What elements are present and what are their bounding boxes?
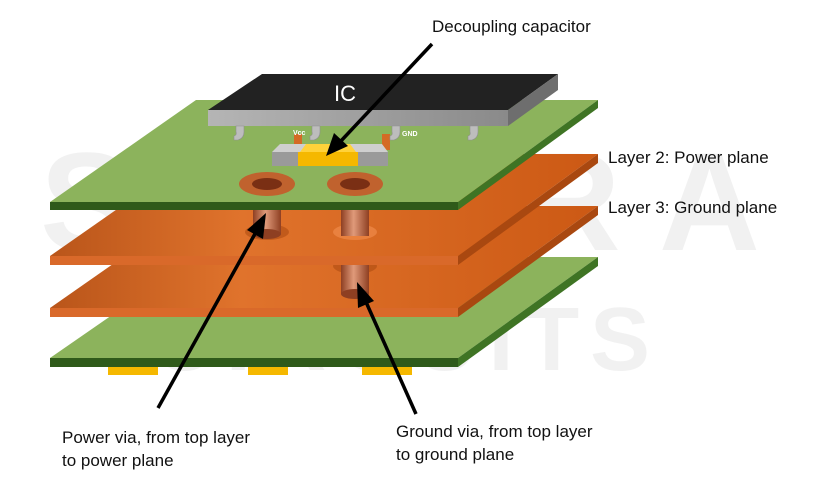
ic-pins xyxy=(233,125,479,141)
ground-via-label-line1: Ground via, from top layer xyxy=(396,422,593,441)
gnd-trace xyxy=(382,134,390,150)
layer2-label: Layer 2: Power plane xyxy=(608,148,769,167)
ground-via-label-line2: to ground plane xyxy=(396,445,514,464)
ground-via-top-hole xyxy=(340,178,370,190)
layer3-label: Layer 3: Ground plane xyxy=(608,198,777,217)
power-via-arrow xyxy=(156,213,266,409)
bottom-pad xyxy=(362,366,412,375)
vcc-trace xyxy=(294,134,302,150)
bottom-pad xyxy=(108,366,158,375)
ground-via-arrow xyxy=(357,282,418,415)
power-via-label-line2: to power plane xyxy=(62,451,174,470)
ic-chip: IC xyxy=(208,74,558,141)
ic-label: IC xyxy=(334,81,356,106)
gnd-label: GND xyxy=(402,131,418,138)
vcc-label: Vcc xyxy=(293,130,306,137)
bottom-pad xyxy=(248,366,288,375)
capacitor-arrow xyxy=(326,42,434,156)
power-via-label-line1: Power via, from top layer xyxy=(62,428,250,447)
decoupling-capacitor-label: Decoupling capacitor xyxy=(432,17,591,36)
power-via-top-hole xyxy=(252,178,282,190)
